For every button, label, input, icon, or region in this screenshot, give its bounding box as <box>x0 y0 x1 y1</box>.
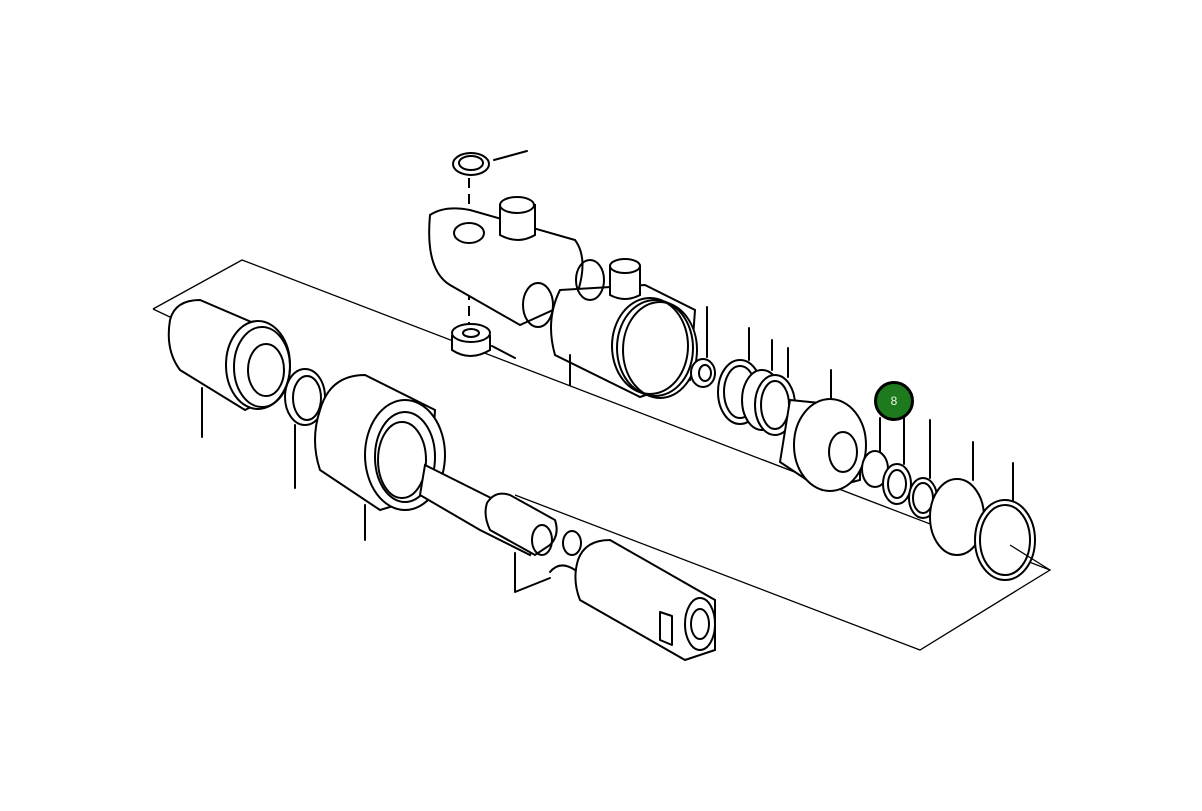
piston-seal-rings[interactable] <box>717 327 796 436</box>
nut[interactable] <box>690 306 716 388</box>
rod-end[interactable] <box>514 530 716 662</box>
gland[interactable] <box>167 298 291 438</box>
cylinder-head-clevis[interactable] <box>428 196 584 328</box>
gland-o-ring[interactable] <box>284 368 326 489</box>
piston-rod[interactable] <box>418 463 558 557</box>
retaining-ring[interactable] <box>974 462 1051 581</box>
small-o-ring[interactable] <box>861 417 889 488</box>
piston[interactable] <box>778 369 867 492</box>
cylinder-barrel[interactable] <box>550 258 698 399</box>
backup-ring[interactable] <box>882 417 912 505</box>
seal-ring-top[interactable] <box>452 150 528 176</box>
callout-8[interactable]: 8 <box>874 381 914 421</box>
end-cap[interactable] <box>314 373 446 541</box>
bushing-bottom[interactable] <box>451 323 516 359</box>
